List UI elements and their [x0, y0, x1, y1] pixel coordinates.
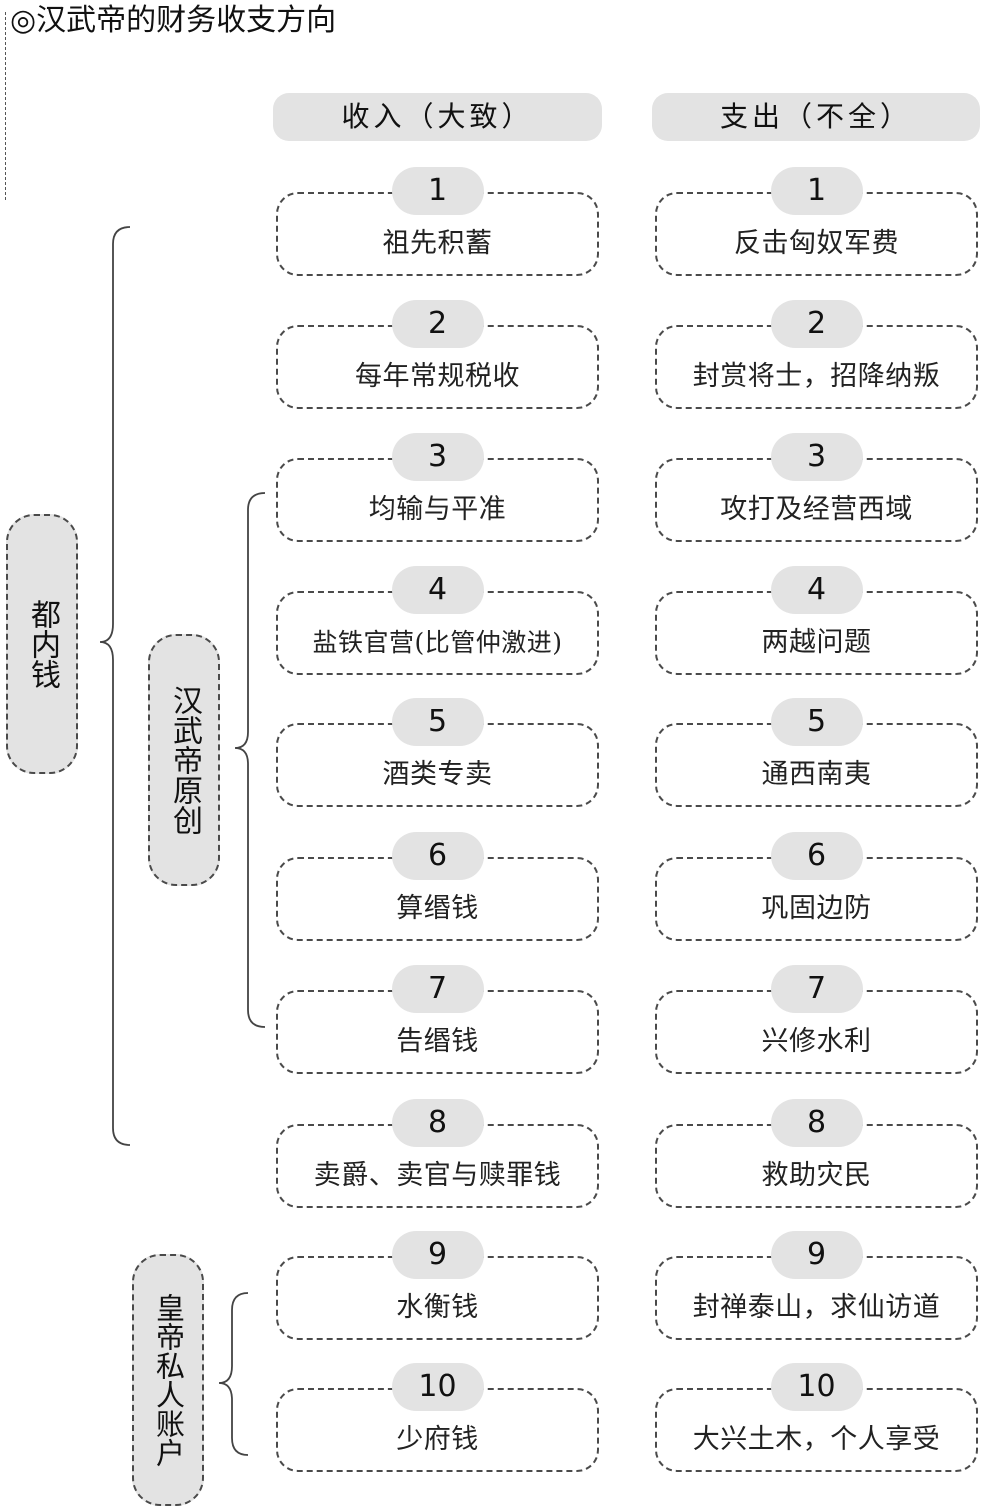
- income-item-label: 算缗钱: [396, 893, 479, 924]
- income-item-label: 盐铁官营(比管仲激进): [312, 628, 563, 657]
- expense-item-number: 5: [770, 698, 863, 746]
- income-item-number: 1: [391, 167, 484, 215]
- expense-item-label: 巩固边防: [761, 893, 872, 924]
- income-item-6: 6 算缗钱: [276, 832, 599, 941]
- brace-private-account: [218, 1292, 249, 1456]
- income-item-label: 告缗钱: [396, 1026, 479, 1057]
- income-item-number: 8: [391, 1099, 484, 1147]
- expense-item-5: 5 通西南夷: [655, 698, 978, 807]
- brace-wudi-original: [234, 492, 266, 1028]
- group-capital-box: 都内钱: [6, 514, 78, 774]
- expense-item-9: 9 封禅泰山，求仙访道: [655, 1231, 978, 1340]
- expense-item-label: 反击匈奴军费: [734, 228, 899, 259]
- income-item-4: 4 盐铁官营(比管仲激进): [276, 566, 599, 675]
- group-private-account-box: 皇帝私人账户: [132, 1254, 204, 1506]
- expense-item-label: 封赏将士，招降纳叛: [692, 361, 941, 392]
- expense-item-2: 2 封赏将士，招降纳叛: [655, 300, 978, 409]
- expense-item-label: 兴修水利: [761, 1026, 872, 1057]
- expense-item-number: 1: [770, 167, 863, 215]
- income-item-3: 3 均输与平准: [276, 433, 599, 542]
- income-item-1: 1 祖先积蓄: [276, 167, 599, 276]
- expense-item-number: 3: [770, 433, 863, 481]
- expense-item-label: 两越问题: [761, 627, 872, 658]
- income-item-number: 7: [391, 965, 484, 1013]
- income-item-10: 10 少府钱: [276, 1363, 599, 1472]
- income-item-number: 9: [391, 1231, 484, 1279]
- income-item-number: 10: [391, 1363, 484, 1411]
- income-item-7: 7 告缗钱: [276, 965, 599, 1074]
- expense-item-number: 2: [770, 300, 863, 348]
- income-item-label: 卖爵、卖官与赎罪钱: [313, 1160, 562, 1191]
- page-title: ◎汉武帝的财务收支方向: [10, 3, 337, 38]
- expense-item-10: 10 大兴土木，个人享受: [655, 1363, 978, 1472]
- income-item-label: 均输与平准: [368, 494, 507, 525]
- expense-item-label: 攻打及经营西域: [720, 494, 913, 525]
- income-item-label: 每年常规税收: [355, 361, 520, 392]
- brace-capital: [99, 226, 131, 1146]
- title-dashed-rule: [5, 12, 6, 200]
- expense-item-label: 救助灾民: [761, 1160, 872, 1191]
- expense-item-7: 7 兴修水利: [655, 965, 978, 1074]
- expense-item-6: 6 巩固边防: [655, 832, 978, 941]
- expense-item-number: 8: [770, 1099, 863, 1147]
- expense-item-number: 4: [770, 566, 863, 614]
- expense-item-label: 通西南夷: [761, 759, 872, 790]
- income-item-5: 5 酒类专卖: [276, 698, 599, 807]
- income-item-number: 3: [391, 433, 484, 481]
- income-item-number: 6: [391, 832, 484, 880]
- income-item-number: 2: [391, 300, 484, 348]
- group-capital-label: 都内钱: [25, 599, 60, 689]
- income-header: 收入（大致）: [273, 93, 602, 141]
- expense-header: 支出（不全）: [652, 93, 980, 141]
- expense-item-label: 大兴土木，个人享受: [692, 1424, 941, 1455]
- group-private-account-label: 皇帝私人账户: [151, 1293, 186, 1467]
- income-item-8: 8 卖爵、卖官与赎罪钱: [276, 1099, 599, 1208]
- group-wudi-original-label: 汉武帝原创: [167, 685, 202, 835]
- income-item-label: 酒类专卖: [382, 759, 493, 790]
- income-item-2: 2 每年常规税收: [276, 300, 599, 409]
- expense-item-number: 9: [770, 1231, 863, 1279]
- expense-item-8: 8 救助灾民: [655, 1099, 978, 1208]
- income-item-number: 5: [391, 698, 484, 746]
- expense-item-number: 7: [770, 965, 863, 1013]
- income-item-label: 少府钱: [396, 1424, 479, 1455]
- income-item-9: 9 水衡钱: [276, 1231, 599, 1340]
- expense-item-number: 10: [770, 1363, 863, 1411]
- expense-item-1: 1 反击匈奴军费: [655, 167, 978, 276]
- expense-item-label: 封禅泰山，求仙访道: [692, 1292, 941, 1323]
- income-item-label: 水衡钱: [396, 1292, 479, 1323]
- group-wudi-original-box: 汉武帝原创: [148, 634, 220, 886]
- expense-item-3: 3 攻打及经营西域: [655, 433, 978, 542]
- income-item-number: 4: [391, 566, 484, 614]
- income-item-label: 祖先积蓄: [382, 228, 493, 259]
- expense-item-4: 4 两越问题: [655, 566, 978, 675]
- expense-item-number: 6: [770, 832, 863, 880]
